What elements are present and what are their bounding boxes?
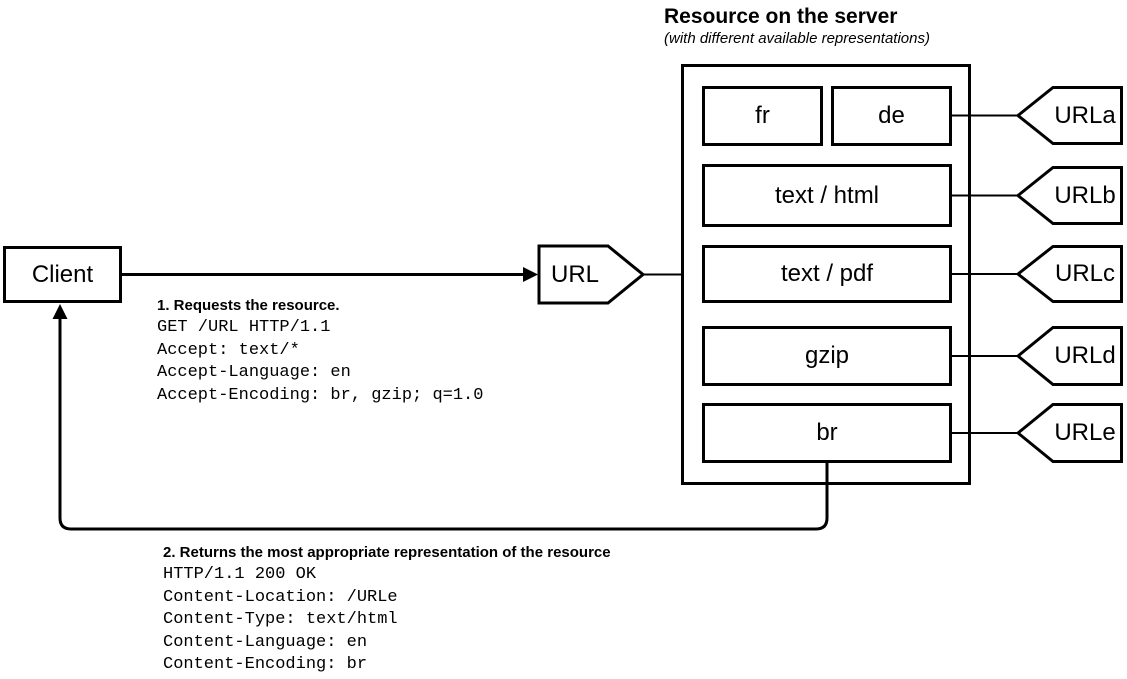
representation-box-text-pdf: text / pdf [702, 245, 952, 303]
representation-box-text-html: text / html [702, 164, 952, 227]
response-heading: 2. Returns the most appropriate represen… [163, 544, 611, 561]
representation-label: fr [755, 102, 770, 129]
return-path-line [58, 316, 829, 531]
variant-shape-urld [1015, 326, 1123, 386]
representation-label: br [816, 419, 838, 446]
representation-label: text / pdf [780, 260, 874, 287]
representation-box-gzip: gzip [702, 326, 952, 386]
response-line: Content-Type: text/html [163, 610, 398, 629]
variant-shape-urlb [1015, 166, 1123, 225]
response-line: Content-Encoding: br [163, 655, 368, 674]
variant-shape-urlc [1015, 245, 1123, 303]
representation-label: text / html [774, 181, 880, 209]
variant-url-text: URLc [1054, 260, 1115, 287]
variant-url-text: URLa [1054, 101, 1116, 129]
request-line: GET /URL HTTP/1.1 [157, 318, 331, 337]
variant-url-text: URLe [1054, 419, 1116, 446]
request-heading: 1. Requests the resource. [157, 297, 340, 314]
request-line: Accept: text/* [157, 340, 300, 360]
variant-url-label-urld: URLd [1046, 326, 1124, 386]
variant-url-text: URLd [1054, 342, 1116, 369]
url-tag-text: URL [550, 260, 599, 288]
url-tag-shape [537, 244, 646, 305]
server-title: Resource on the server [664, 5, 898, 28]
representation-box-fr: fr [702, 86, 823, 146]
response-line: Content-Location: /URLe [163, 587, 398, 607]
representation-box-de: de [831, 86, 952, 146]
variant-url-label-urla: URLa [1046, 86, 1124, 145]
representation-label: de [878, 102, 905, 129]
variant-shape-urla [1015, 86, 1123, 145]
server-subtitle: (with different available representation… [664, 30, 930, 47]
request-headers: GET /URL HTTP/1.1 Accept: text/* Accept-… [157, 317, 483, 407]
response-annotation: 2. Returns the most appropriate represen… [163, 544, 611, 677]
response-line: HTTP/1.1 200 OK [163, 565, 317, 584]
request-arrowhead-icon [523, 267, 538, 282]
variant-url-text: URLb [1054, 181, 1116, 209]
variant-shape-urle [1015, 403, 1123, 463]
return-arrowhead-icon [52, 304, 68, 319]
variant-url-label-urle: URLe [1046, 403, 1124, 463]
server-box [681, 64, 971, 485]
server-title-block: Resource on the server (with different a… [664, 5, 930, 48]
request-annotation: 1. Requests the resource. GET /URL HTTP/… [157, 297, 483, 407]
representation-label: gzip [804, 342, 850, 369]
response-line: Content-Language: en [163, 632, 368, 652]
request-line: Accept-Encoding: br, gzip; q=1.0 [157, 385, 484, 405]
client-box: Client [3, 246, 122, 303]
url-tag-label: URL [539, 246, 611, 303]
representation-box-br: br [702, 403, 952, 463]
request-line: Accept-Language: en [157, 363, 351, 382]
variant-url-label-urlc: URLc [1046, 245, 1124, 303]
client-label: Client [31, 260, 94, 288]
response-headers: HTTP/1.1 200 OK Content-Location: /URLe … [163, 564, 611, 677]
variant-url-label-urlb: URLb [1046, 166, 1124, 225]
